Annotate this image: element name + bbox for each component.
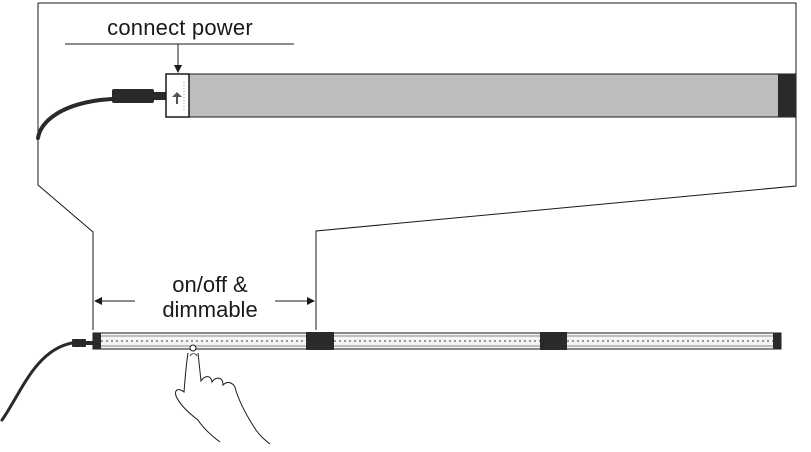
connect-power-label: connect power (107, 15, 253, 40)
power-cable-bottom (0, 341, 74, 422)
power-plug-small (72, 339, 86, 347)
strip-connector-1 (306, 332, 334, 350)
hand-finger-nail (189, 353, 198, 357)
hand-icon (175, 352, 271, 445)
arrow-icon (172, 92, 182, 104)
power-plug-tip (154, 92, 166, 100)
onoff-label-line1: on/off & (172, 272, 248, 297)
strip-endcap-left (93, 333, 101, 349)
strip-endcap-right (773, 333, 781, 349)
power-plug-icon (112, 89, 154, 103)
touch-point (189, 344, 197, 352)
zoomed-endcap-right (778, 74, 796, 117)
full-light-strip (92, 332, 782, 350)
strip-connector-2 (540, 332, 567, 350)
onoff-label-line2: dimmable (162, 297, 258, 322)
zoom-callout-outline (37, 2, 797, 330)
power-cable-top (36, 97, 114, 140)
zoomed-light-bar (165, 73, 797, 118)
onoff-dimmable-label: on/off & dimmable (120, 272, 300, 322)
power-plug-small-tip (86, 341, 93, 345)
